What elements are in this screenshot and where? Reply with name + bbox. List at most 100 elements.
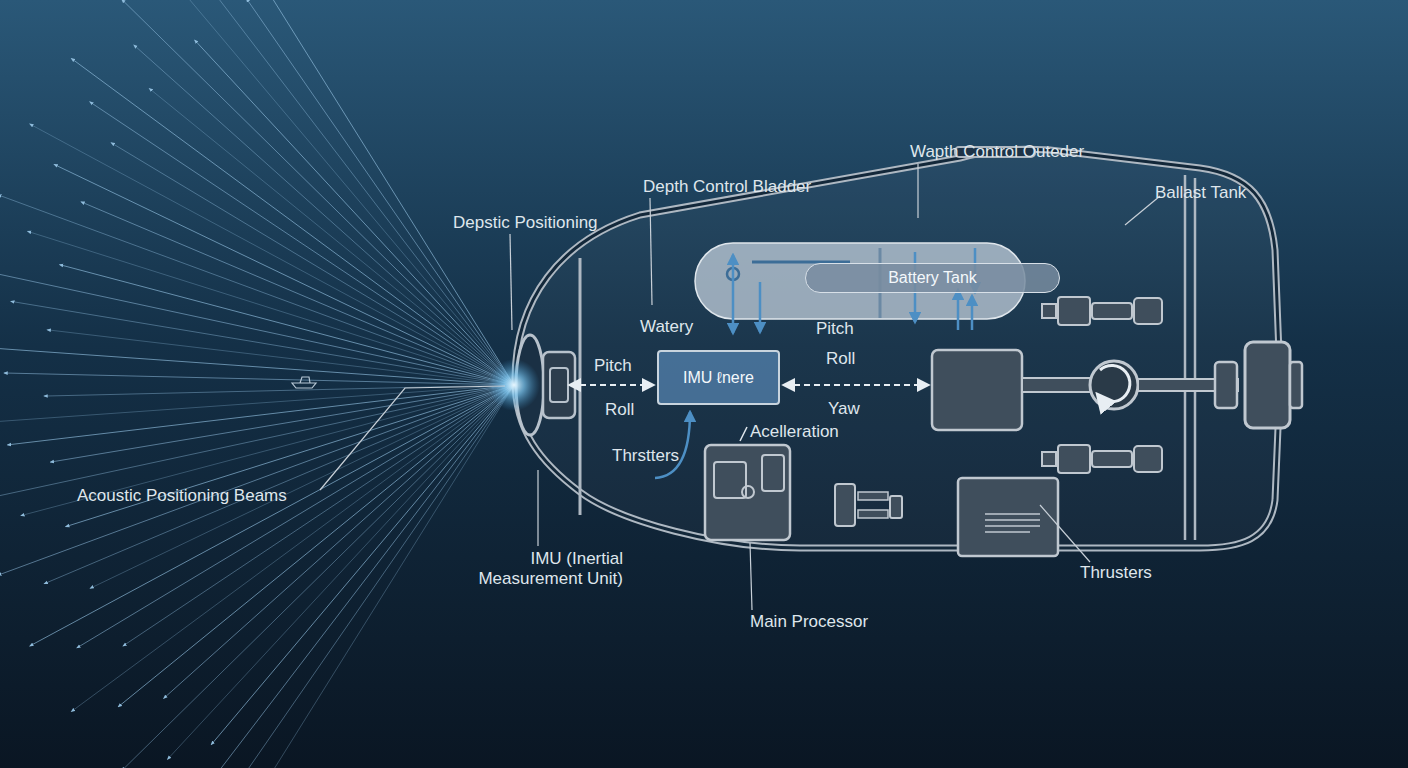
thruster-part [1092, 303, 1132, 319]
callout-label: Depstic Positioning [453, 213, 598, 233]
acoustic-beam [4, 373, 514, 385]
acoustic-beam [180, 385, 514, 768]
propeller-cap [1290, 362, 1302, 408]
acoustic-beam [211, 385, 514, 745]
acoustic-beam [0, 385, 514, 501]
callout-label: IMU (Inertial Measurement Unit) [445, 549, 623, 589]
acoustic-beam [180, 0, 514, 385]
leader-line [320, 386, 505, 490]
imu-box: IMU ℓnere [657, 350, 780, 405]
leader-line [650, 198, 652, 305]
thruster-unit [1042, 297, 1162, 473]
slash-mark [740, 427, 747, 441]
acoustic-beam [0, 385, 514, 575]
node-text: Battery Tank [888, 269, 977, 287]
gear [1090, 361, 1138, 409]
acoustic-beam [77, 385, 514, 648]
axis-label: Pitch [594, 356, 632, 376]
acoustic-beam [195, 40, 514, 385]
callout-label: Wapth Control Outeder [910, 142, 1084, 162]
callout-label: Ballast Tank [1155, 183, 1246, 203]
flow-arrow [759, 282, 762, 332]
box-lines [985, 514, 1040, 532]
acoustic-beam [44, 385, 514, 584]
acoustic-beam [21, 385, 514, 516]
acoustic-beam [81, 202, 514, 385]
axis-label: Roll [605, 400, 634, 420]
thruster-part [1058, 445, 1090, 473]
thruster-part [1134, 446, 1162, 472]
acoustic-beam [0, 385, 514, 424]
leader-line [537, 470, 538, 546]
ship-icon [292, 377, 316, 388]
thruster-part [1092, 451, 1132, 467]
chip [762, 455, 784, 491]
thruster-part [1042, 304, 1056, 318]
acoustic-beam [122, 385, 514, 768]
beam-group [0, 0, 514, 768]
callout-label: Depth Control Bladder [643, 177, 811, 197]
acoustic-beam [50, 385, 514, 462]
hull-outline [515, 149, 1280, 548]
acoustic-beam [30, 124, 514, 385]
thruster-part [1042, 452, 1056, 466]
axis-label: Roll [826, 349, 855, 369]
leader-line [1040, 505, 1090, 562]
frame-ring [1185, 175, 1195, 540]
connector-pin [858, 492, 888, 500]
thruster-box [958, 478, 1058, 556]
bulkhead [579, 258, 582, 515]
acoustic-beam [30, 385, 514, 646]
acoustic-beam [0, 195, 514, 385]
leader-lines [320, 164, 1160, 610]
propeller-hub [1215, 362, 1237, 408]
acoustic-beam [66, 385, 514, 527]
axis-arrow [570, 384, 653, 386]
acoustic-beam [71, 385, 514, 712]
acoustic-beam [149, 88, 514, 385]
acoustic-beam [71, 58, 514, 385]
axis-label: Yaw [828, 399, 860, 419]
leader-line [750, 543, 752, 610]
acoustic-beam [11, 301, 514, 385]
connector-block [835, 484, 855, 526]
acoustic-beam [186, 0, 514, 385]
part-label: Watery [640, 317, 693, 337]
rotation-arrow [1098, 366, 1130, 402]
battery-tank: Battery Tank [805, 263, 1060, 293]
flow-arrow [957, 290, 960, 330]
acoustic-beam [8, 385, 514, 445]
node-text: IMU ℓnere [683, 369, 754, 387]
main-processor [705, 445, 790, 540]
acoustic-beam [122, 0, 514, 385]
acoustic-beam [246, 0, 514, 385]
thruster-part [1058, 297, 1090, 325]
axis-label: Pitch [816, 319, 854, 339]
shaft [1022, 378, 1092, 392]
sonar-module-inner [550, 368, 568, 402]
callout-label: Acoustic Positioning Beams [77, 486, 287, 506]
propeller-hub [1245, 342, 1290, 428]
leader-line [917, 164, 918, 218]
axis-label: Acelleration [750, 422, 839, 442]
flow-arrow [655, 412, 690, 478]
chip-dot [742, 486, 754, 498]
flow-arrow [971, 296, 974, 330]
acoustic-beam [164, 385, 514, 698]
flow-arrow [732, 255, 735, 333]
leader-line [510, 234, 512, 330]
axis-arrow [784, 384, 928, 386]
part-label: Thrstters [612, 446, 679, 466]
connector-block [890, 496, 902, 518]
callout-label: Thrusters [1080, 563, 1152, 583]
acoustic-beam [60, 265, 514, 385]
sonar-glow [488, 359, 540, 411]
acoustic-beam [90, 102, 514, 385]
thruster-part [1134, 298, 1162, 324]
acoustic-beam [265, 385, 514, 768]
motor [932, 350, 1022, 430]
acoustic-beam [168, 385, 514, 759]
acoustic-beam [111, 143, 514, 385]
